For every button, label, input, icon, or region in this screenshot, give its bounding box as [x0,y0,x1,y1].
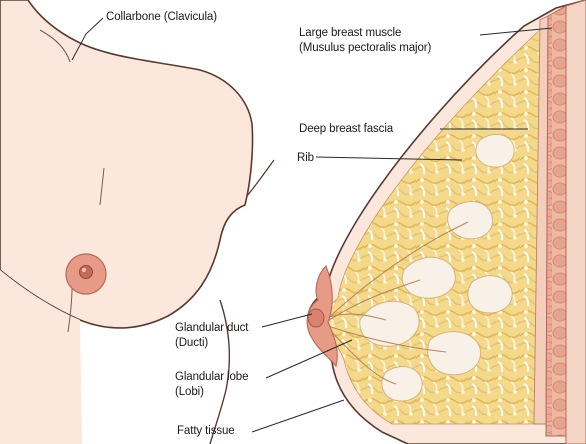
glandular-duct-label: Glandular duct (Ducti) [175,321,248,351]
large-breast-muscle-label: Large breast muscle (Musulus pectoralis … [299,26,431,56]
rib-label-text: Rib [297,151,314,166]
muscle-label-line2: (Musulus pectoralis major) [299,41,431,56]
nipple [80,266,93,279]
chest-wall [566,0,586,444]
collarbone-label-text: Collarbone (Clavicula) [106,10,217,25]
torso-skin [0,0,253,328]
pectoralis-muscle [546,6,566,436]
breast-cross-section [307,0,586,444]
rib-label: Rib [297,151,314,166]
glandular-lobe-label: Glandular lobe (Lobi) [175,370,248,400]
fascia-label-text: Deep breast fascia [299,122,393,137]
lobe-label-line2: (Lobi) [175,385,248,400]
duct-label-line2: (Ducti) [175,336,248,351]
nipple-section [308,309,324,327]
fatty-tissue-label: Fatty tissue [177,424,235,439]
leader-duct [262,314,312,327]
collarbone-label: Collarbone (Clavicula) [106,10,217,25]
fat-label-text: Fatty tissue [177,424,235,439]
muscle-label-line1: Large breast muscle [299,26,431,41]
lobe-label-line1: Glandular lobe [175,370,248,385]
duct-label-line1: Glandular duct [175,321,248,336]
deep-breast-fascia-label: Deep breast fascia [299,122,393,137]
leader-fat [252,400,344,432]
nipple-highlight [82,268,86,272]
